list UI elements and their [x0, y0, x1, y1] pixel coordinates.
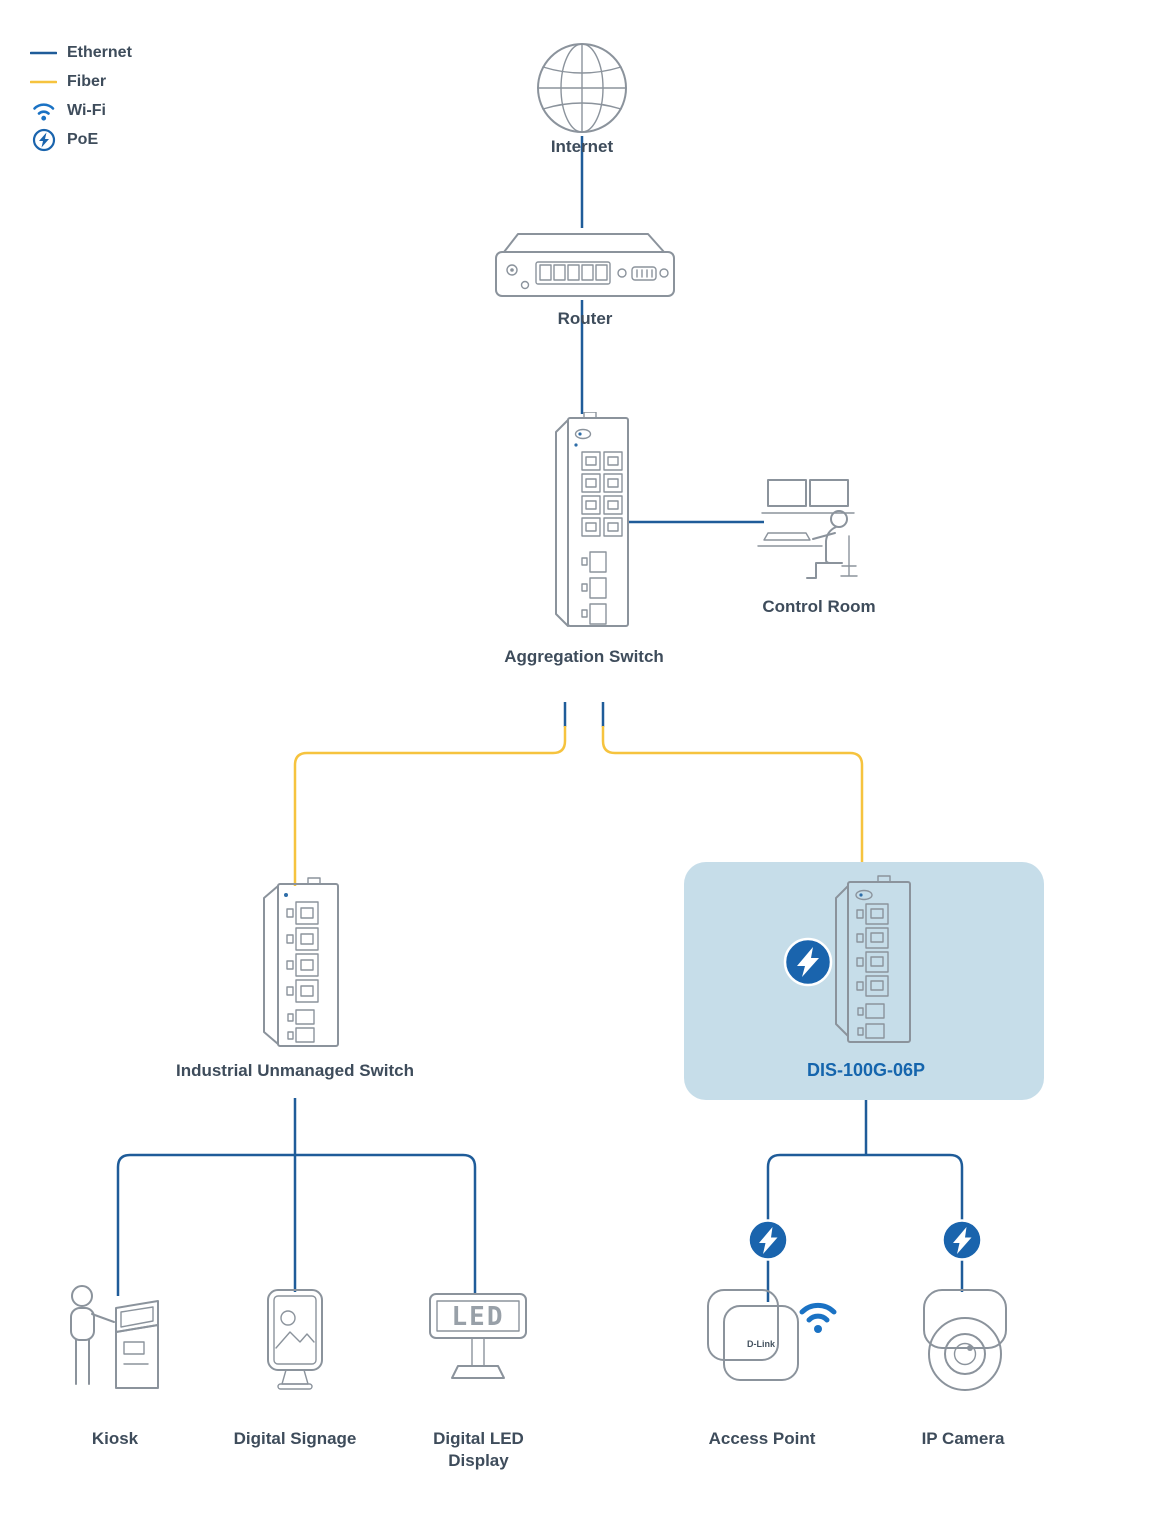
ap-brand-text: D-Link	[747, 1339, 776, 1349]
led-display-node: LED	[428, 1288, 528, 1388]
industrial-switch-icon	[835, 875, 911, 1043]
dis-switch-label: DIS-100G-06P	[806, 1060, 926, 1080]
industrial-unmanaged-switch-node	[252, 876, 387, 1059]
legend-label-ethernet: Ethernet	[67, 44, 132, 61]
router-node	[490, 228, 680, 308]
legend: Ethernet Fiber Wi-Fi	[30, 42, 132, 152]
kiosk-node	[58, 1282, 168, 1402]
kiosk-icon	[70, 1285, 159, 1389]
poe-icon	[747, 1219, 789, 1261]
legend-item-fiber: Fiber	[30, 71, 132, 93]
ip-camera-icon	[923, 1289, 1007, 1391]
access-point-icon: D-Link	[707, 1289, 837, 1381]
ip-camera-label: IP Camera	[921, 1429, 1005, 1448]
digital-signage-label: Digital Signage	[233, 1429, 357, 1448]
internet-node	[534, 40, 630, 141]
legend-item-wifi: Wi-Fi	[30, 100, 132, 122]
link-industrial-led	[295, 1153, 477, 1294]
digital-signage-icon	[267, 1289, 323, 1390]
aggregation-switch-label: Aggregation Switch	[504, 647, 664, 666]
fiber-line-icon	[30, 72, 57, 92]
control-room-icon	[757, 479, 858, 579]
legend-label-poe: PoE	[67, 131, 99, 148]
dis-switch-node	[824, 874, 944, 1055]
globe-icon	[537, 43, 627, 133]
access-point-node: D-Link	[706, 1288, 841, 1393]
poe-badge-dis	[782, 936, 834, 993]
industrial-switch-icon	[263, 877, 339, 1047]
control-room-node	[756, 478, 866, 588]
poe-icon	[941, 1219, 983, 1261]
router-label: Router	[557, 309, 613, 328]
kiosk-label: Kiosk	[91, 1429, 139, 1448]
wifi-icon	[799, 1302, 837, 1333]
link-dis-accesspoint	[766, 1153, 866, 1302]
router-icon	[495, 233, 675, 297]
led-display-label: Digital LED Display	[433, 1429, 524, 1471]
poe-icon	[783, 937, 833, 987]
aggregation-switch-node	[538, 411, 638, 639]
legend-label-wifi: Wi-Fi	[67, 102, 106, 119]
link-industrial-kiosk	[116, 1153, 295, 1296]
internet-label: Internet	[550, 137, 614, 156]
control-room-label: Control Room	[762, 597, 876, 616]
industrial-switch-icon	[555, 411, 629, 627]
link-fiber-industrial-switch	[293, 726, 567, 886]
poe-icon	[30, 128, 57, 152]
wifi-icon	[30, 100, 57, 123]
access-point-label: Access Point	[708, 1429, 816, 1448]
led-screen-text: LED	[452, 1302, 505, 1332]
dis-highlight-box	[684, 862, 1044, 1100]
legend-label-fiber: Fiber	[67, 73, 107, 90]
led-display-icon: LED	[429, 1293, 527, 1379]
link-dis-ipcamera	[866, 1153, 964, 1292]
poe-badge-ipcamera	[940, 1218, 984, 1267]
poe-badge-accesspoint	[746, 1218, 790, 1267]
legend-item-poe: PoE	[30, 128, 132, 152]
digital-signage-node	[260, 1288, 330, 1398]
link-fiber-dis-switch	[601, 726, 864, 884]
ip-camera-node	[918, 1286, 1013, 1406]
industrial-switch-label: Industrial Unmanaged Switch	[175, 1061, 415, 1080]
legend-item-ethernet: Ethernet	[30, 42, 132, 64]
ethernet-line-icon	[30, 43, 57, 63]
